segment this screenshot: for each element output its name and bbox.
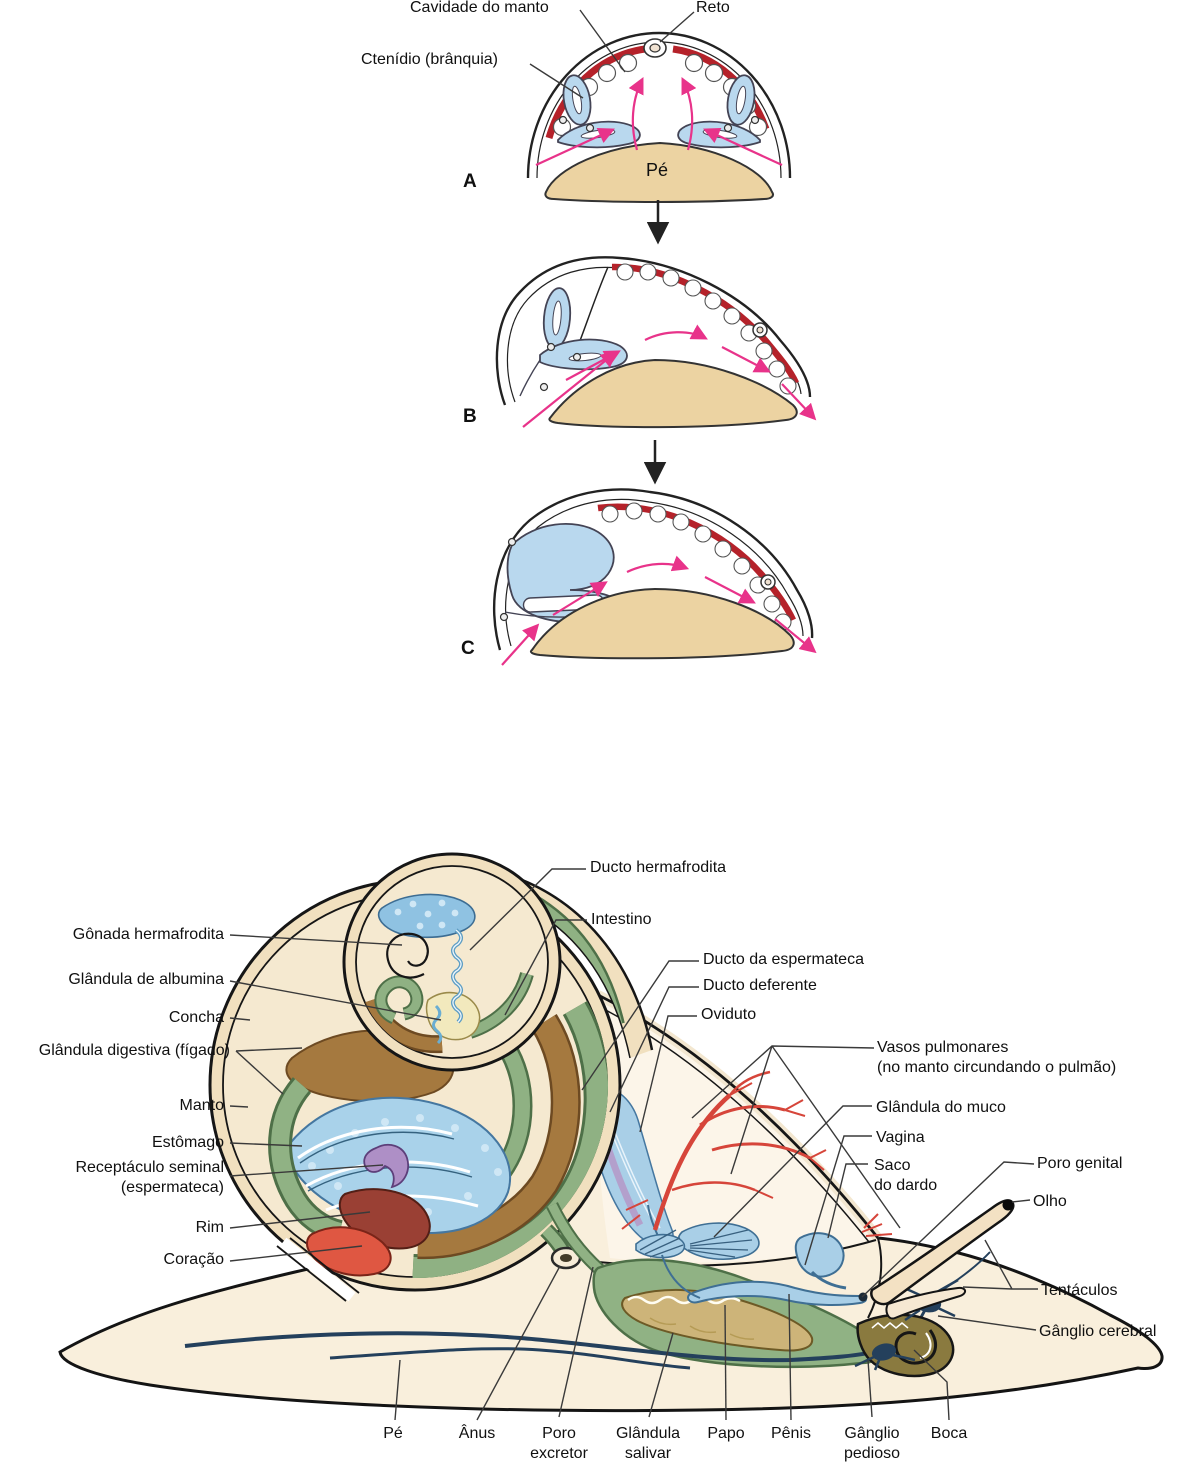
flow-arrows-c	[501, 555, 817, 666]
rectum-b	[752, 322, 768, 338]
label-ducto-deferente: Ducto deferente	[703, 977, 817, 994]
label-saco-line2: do dardo	[874, 1177, 938, 1194]
eye-stalk-tentacle	[870, 1199, 1015, 1306]
label-olho: Olho	[1033, 1193, 1067, 1210]
foot-c	[529, 587, 795, 660]
ctenidium-b	[519, 287, 628, 397]
label-poro-genital: Poro genital	[1037, 1155, 1123, 1172]
label-glandula-digestiva: Glândula digestiva (fígado)	[38, 1042, 230, 1059]
label-salivar-line1: Glândula	[615, 1425, 681, 1442]
dart-sac	[794, 1232, 845, 1278]
shell-upper-whorl	[342, 852, 562, 1072]
label-penis: Pênis	[770, 1425, 812, 1442]
panel-letter-c: C	[461, 638, 475, 659]
label-receptaculo-line1: Receptáculo seminal	[75, 1159, 224, 1176]
label-coracao: Coração	[163, 1251, 224, 1268]
rectum-a	[643, 38, 667, 58]
vagina-tube	[810, 1270, 847, 1290]
label-glandula-do-muco: Glândula do muco	[876, 1099, 1006, 1116]
label-vasos-pulmonares: Vasos pulmonares (no manto circundando o…	[877, 1038, 1116, 1078]
small-tentacle	[885, 1286, 966, 1320]
heart	[306, 1226, 392, 1277]
label-tentaculos: Tentáculos	[1041, 1282, 1118, 1299]
label-intestino: Intestino	[591, 911, 652, 928]
label-pedioso-line2: pedioso	[843, 1445, 901, 1462]
foot-b	[548, 358, 798, 429]
label-cavidade-do-manto: Cavidade do manto	[410, 0, 549, 16]
label-poro-line1: Poro	[542, 1425, 576, 1442]
label-estomago: Estômago	[151, 1134, 224, 1151]
label-oviduto: Oviduto	[701, 1006, 757, 1023]
label-reto: Reto	[696, 0, 730, 16]
panel-letter-b: B	[463, 406, 477, 427]
panel-a-diagram	[526, 31, 792, 203]
reproductive-organs	[635, 1222, 868, 1306]
shell-spiral-curl	[386, 932, 429, 979]
label-papo: Papo	[707, 1425, 745, 1442]
snail-illustration	[58, 9, 1164, 1421]
panel-b-diagram	[495, 256, 817, 429]
panel-letter-a: A	[463, 171, 477, 192]
label-poro-excretor: Poro excretor	[499, 1424, 619, 1464]
mantle-scallops-b	[616, 263, 797, 395]
label-saco-line1: Saco	[874, 1157, 911, 1174]
label-receptaculo-line2: (espermateca)	[120, 1179, 224, 1196]
label-vasos-line1: Vasos pulmonares	[877, 1039, 1009, 1056]
foot-a	[544, 141, 774, 203]
ctenidium-c	[499, 523, 628, 624]
label-ganglio-pedioso: Gânglio pedioso	[812, 1424, 932, 1464]
leader-lines	[229, 9, 1038, 1421]
label-receptaculo-seminal: Receptáculo seminal (espermateca)	[75, 1158, 224, 1198]
label-rim: Rim	[195, 1219, 224, 1236]
label-concha: Concha	[168, 1009, 224, 1026]
pulmonary-vessels	[621, 1070, 893, 1237]
label-manto: Manto	[179, 1097, 224, 1114]
label-ganglio-cerebral: Gânglio cerebral	[1039, 1323, 1157, 1340]
label-glandula-de-albumina: Glândula de albumina	[68, 971, 224, 988]
head-tentacles	[870, 1199, 1015, 1320]
label-ducto-hermafrodita: Ducto hermafrodita	[590, 859, 727, 876]
eye	[1002, 1199, 1014, 1211]
label-ducto-da-espermateca: Ducto da espermateca	[703, 951, 864, 968]
label-boca: Boca	[930, 1425, 968, 1442]
label-pe-panel-a: Pé	[646, 160, 669, 180]
label-pedioso-line1: Gânglio	[844, 1425, 900, 1442]
label-anus: Ânus	[458, 1425, 496, 1442]
rectum-c	[760, 574, 776, 590]
pedal-ganglion	[871, 1343, 897, 1361]
flow-arrows-b	[522, 324, 817, 428]
label-glandula-salivar: Glândula salivar	[588, 1424, 708, 1464]
penis	[687, 1280, 867, 1306]
label-vagina: Vagina	[876, 1129, 925, 1146]
seminal-receptacle	[363, 1144, 409, 1189]
flow-arrows-a	[535, 77, 783, 166]
label-gonada-hermafrodita: Gônada hermafrodita	[72, 926, 224, 943]
label-vasos-line2: (no manto circundando o pulmão)	[877, 1059, 1117, 1076]
albumen-gland	[425, 991, 481, 1041]
mantle-fold-bands	[276, 1237, 360, 1302]
label-pe: Pé	[383, 1425, 403, 1442]
label-poro-line2: excretor	[530, 1445, 588, 1462]
label-saco-do-dardo: Saco do dardo	[874, 1156, 937, 1196]
panel-c-diagram	[492, 488, 817, 666]
label-ctenidio-branquia: Ctenídio (brânquia)	[361, 51, 498, 68]
label-salivar-line2: salivar	[624, 1445, 672, 1462]
